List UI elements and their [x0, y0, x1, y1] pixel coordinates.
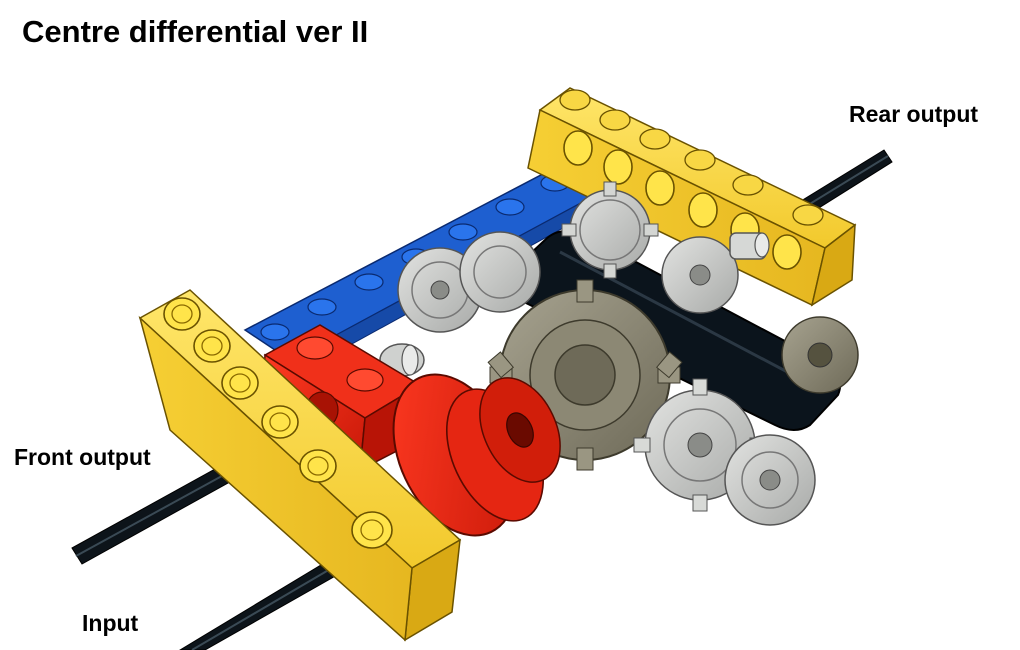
axle-connector-light	[730, 233, 769, 259]
